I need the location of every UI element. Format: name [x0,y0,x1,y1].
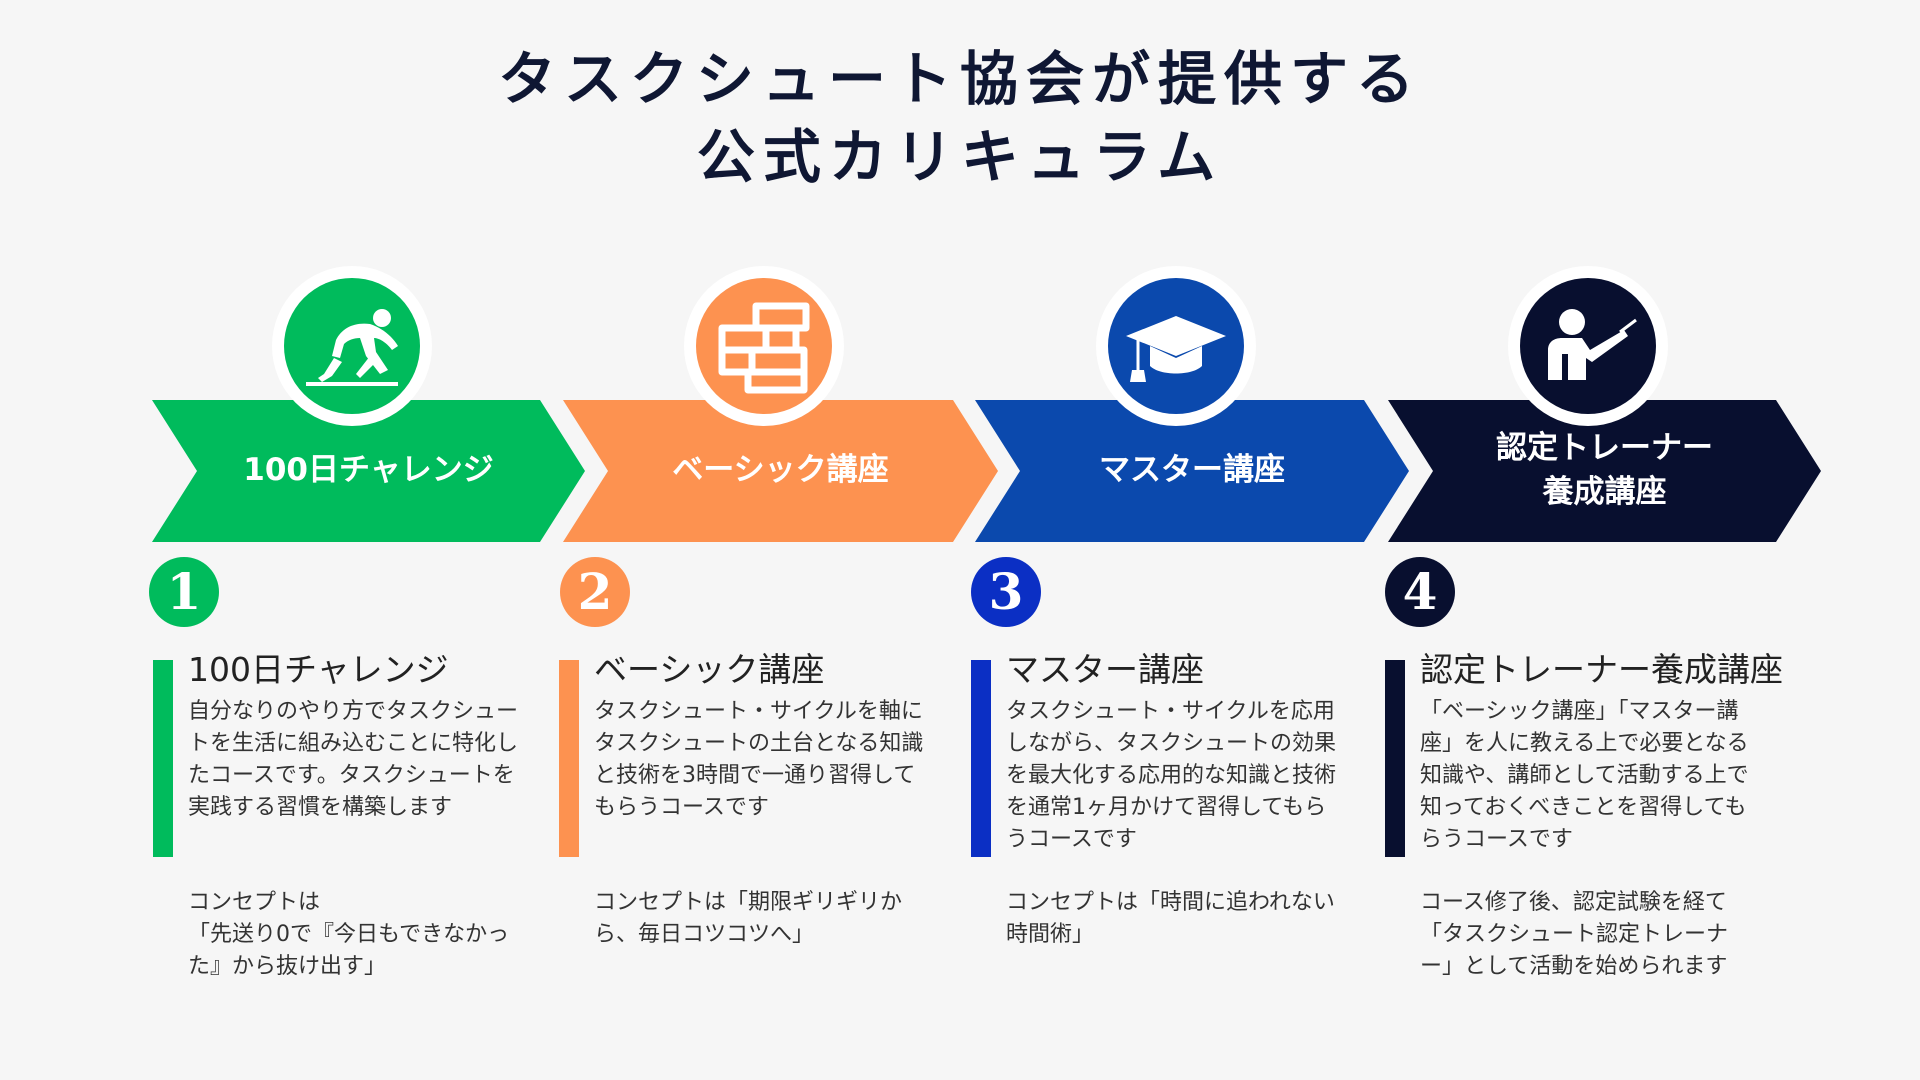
step-2-description: タスクシュート・サイクルを軸にタスクシュートの土台となる知識と技術を3時間で一通… [594,699,924,820]
step-2-accent-bar [559,660,579,857]
arrow-label-step-3: マスター講座 [1020,400,1364,540]
arrow-label-step-1: 100日チャレンジ [197,400,540,540]
step-1-accent-bar [153,660,173,857]
concept-line: コンセプトは [188,890,321,915]
arrow-label-step-4: 認定トレーナー 養成講座 [1433,400,1776,540]
teacher-pointer-icon [1548,309,1637,380]
runner-start-icon [306,309,398,386]
step-number-2: 2 [560,557,630,627]
title-line-2: 公式カリキュラム [696,123,1224,191]
arrow-label-line: 認定トレーナー [1496,430,1713,466]
step-4-heading: 認定トレーナー養成講座 [1420,650,1783,689]
arrow-step-2 [563,400,998,542]
step-3-description: タスクシュート・サイクルを応用しながら、タスクシュートの効果を最大化する応用的な… [1006,699,1337,852]
step-2-concept: コンセプトは「期限ギリギリから、毎日コツコツへ」 [594,887,934,951]
step-4-concept: コース修了後、認定試験を経て「タスクシュート認定トレーナー」として活動を始められ… [1420,887,1760,983]
step-number-4: 4 [1385,557,1455,627]
step-1-icon-badge [272,266,432,426]
step-3-heading: マスター講座 [1006,650,1204,689]
step-4-icon-badge [1508,266,1668,426]
step-number-1: 1 [149,557,219,627]
arrow-label-line: ベーシック講座 [672,452,889,488]
title-line-1: タスクシュート協会が提供する [497,45,1422,113]
step-4-accent-bar [1385,660,1405,857]
step-1-description: 自分なりのやり方でタスクシュートを生活に組み込むことに特化したコースです。タスク… [188,699,519,820]
arrow-step-4 [1388,400,1821,542]
step-2-heading: ベーシック講座 [594,650,825,689]
arrow-label-line-2: 養成講座 [1542,474,1667,510]
concept-line: コンセプトは「期限ギリギリから、毎日コツコツへ」 [594,890,903,947]
step-3-icon-badge [1096,266,1256,426]
arrow-step-3 [975,400,1409,542]
arrow-label-line: マスター講座 [1099,452,1285,488]
step-2-icon-badge [684,266,844,426]
step-4-description: 「ベーシック講座」「マスター講座」を人に教える上で必要となる知識や、講師として活… [1420,699,1749,852]
concept-line: コース修了後、認定試験を経て「タスクシュート認定トレーナー」として活動を始められ… [1420,890,1729,979]
arrow-label-line: 100日チャレンジ [243,452,494,488]
arrow-step-1 [152,400,585,542]
bricks-icon [718,302,810,394]
step-3-concept: コンセプトは「時間に追われない時間術」 [1006,887,1346,951]
step-3-accent-bar [971,660,991,857]
concept-line-2: 「先送り0で『今日もできなかった』から抜け出す」 [188,922,510,979]
step-number-3: 3 [971,557,1041,627]
graduation-cap-icon [1126,316,1226,382]
process-arrows [152,400,1821,542]
step-1-concept: コンセプトは 「先送り0で『今日もできなかった』から抜け出す」 [188,887,528,983]
concept-line: コンセプトは「時間に追われない時間術」 [1006,890,1335,947]
arrow-label-step-2: ベーシック講座 [608,400,953,540]
page-title: タスクシュート協会が提供する 公式カリキュラム [0,40,1920,196]
step-1-heading: 100日チャレンジ [188,650,449,689]
